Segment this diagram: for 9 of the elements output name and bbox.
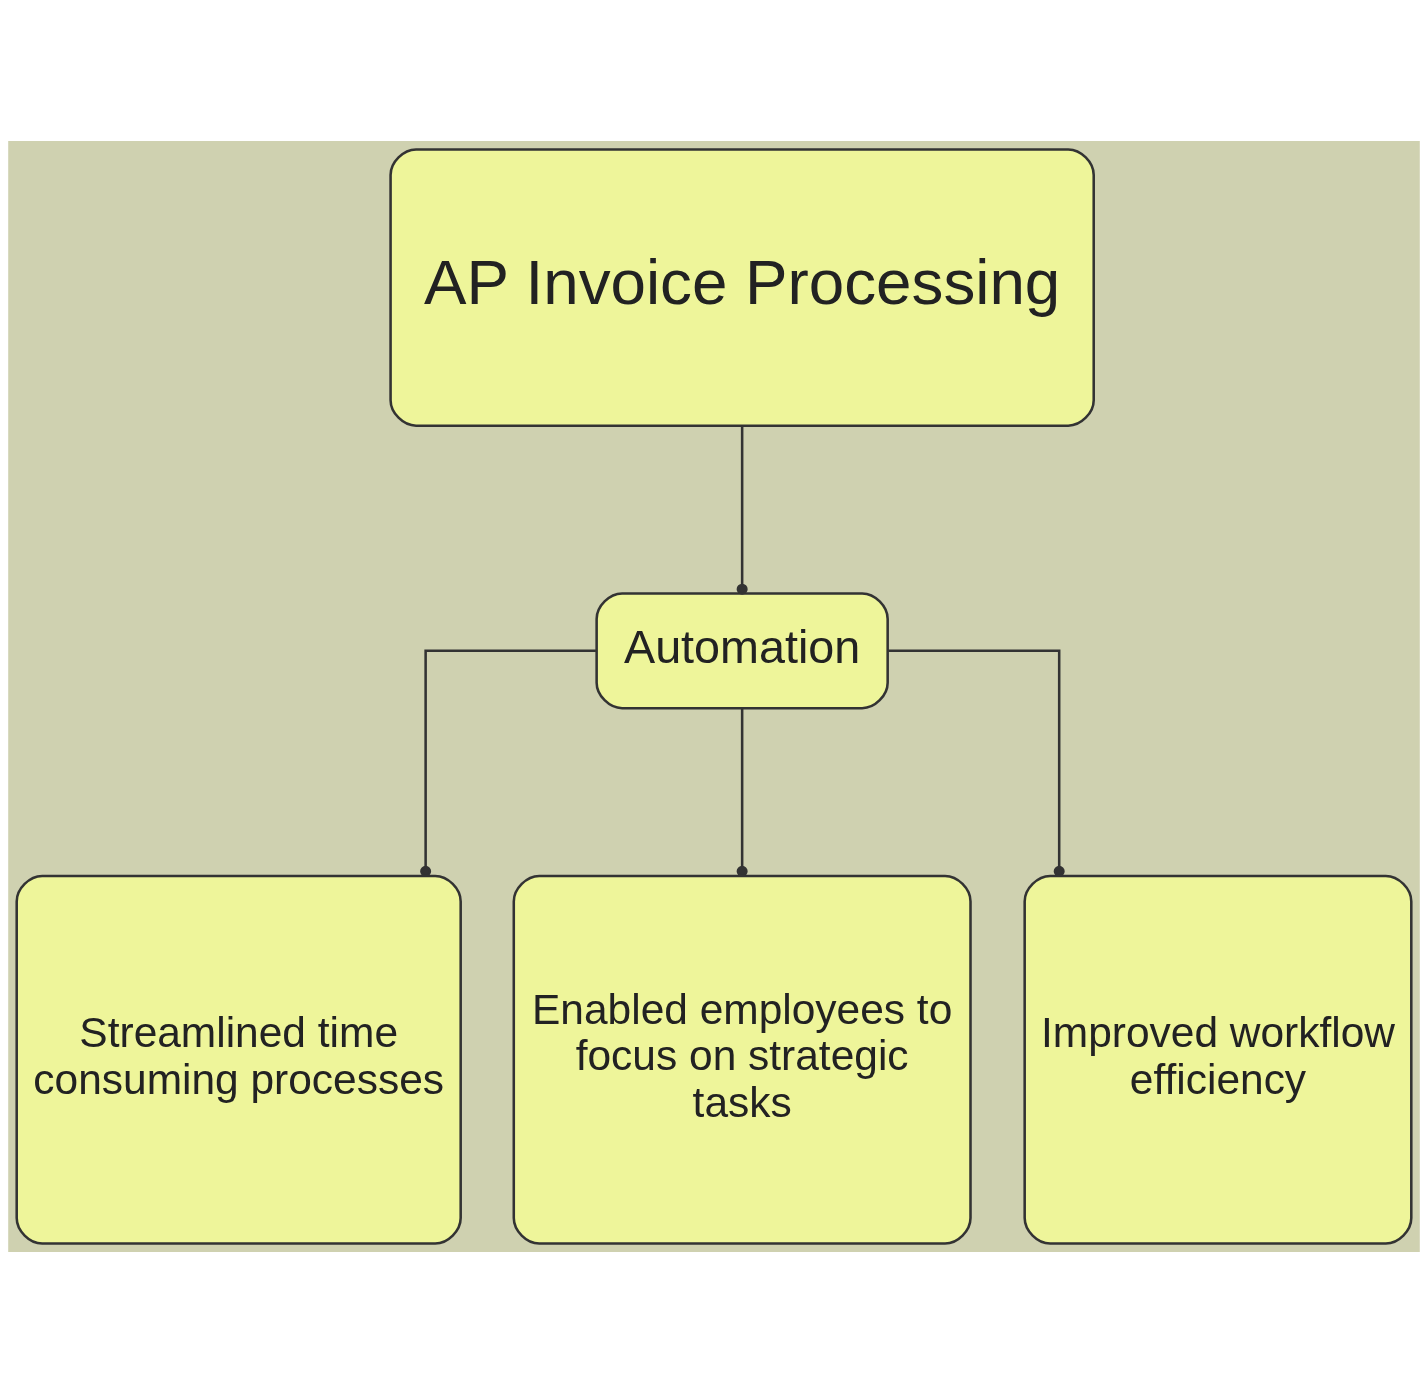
- node-box: Automation: [595, 591, 889, 709]
- node-box: Enabled employees to focus on strategic tasks: [512, 874, 972, 1245]
- connector: [887, 649, 1065, 877]
- node-box: AP Invoice Processing: [389, 147, 1095, 427]
- node-box: Improved workflow efficiency: [1023, 874, 1413, 1245]
- node-box: Streamlined time consuming processes: [15, 874, 462, 1245]
- connector: [420, 649, 596, 877]
- connector: [736, 708, 748, 877]
- connector: [736, 425, 748, 595]
